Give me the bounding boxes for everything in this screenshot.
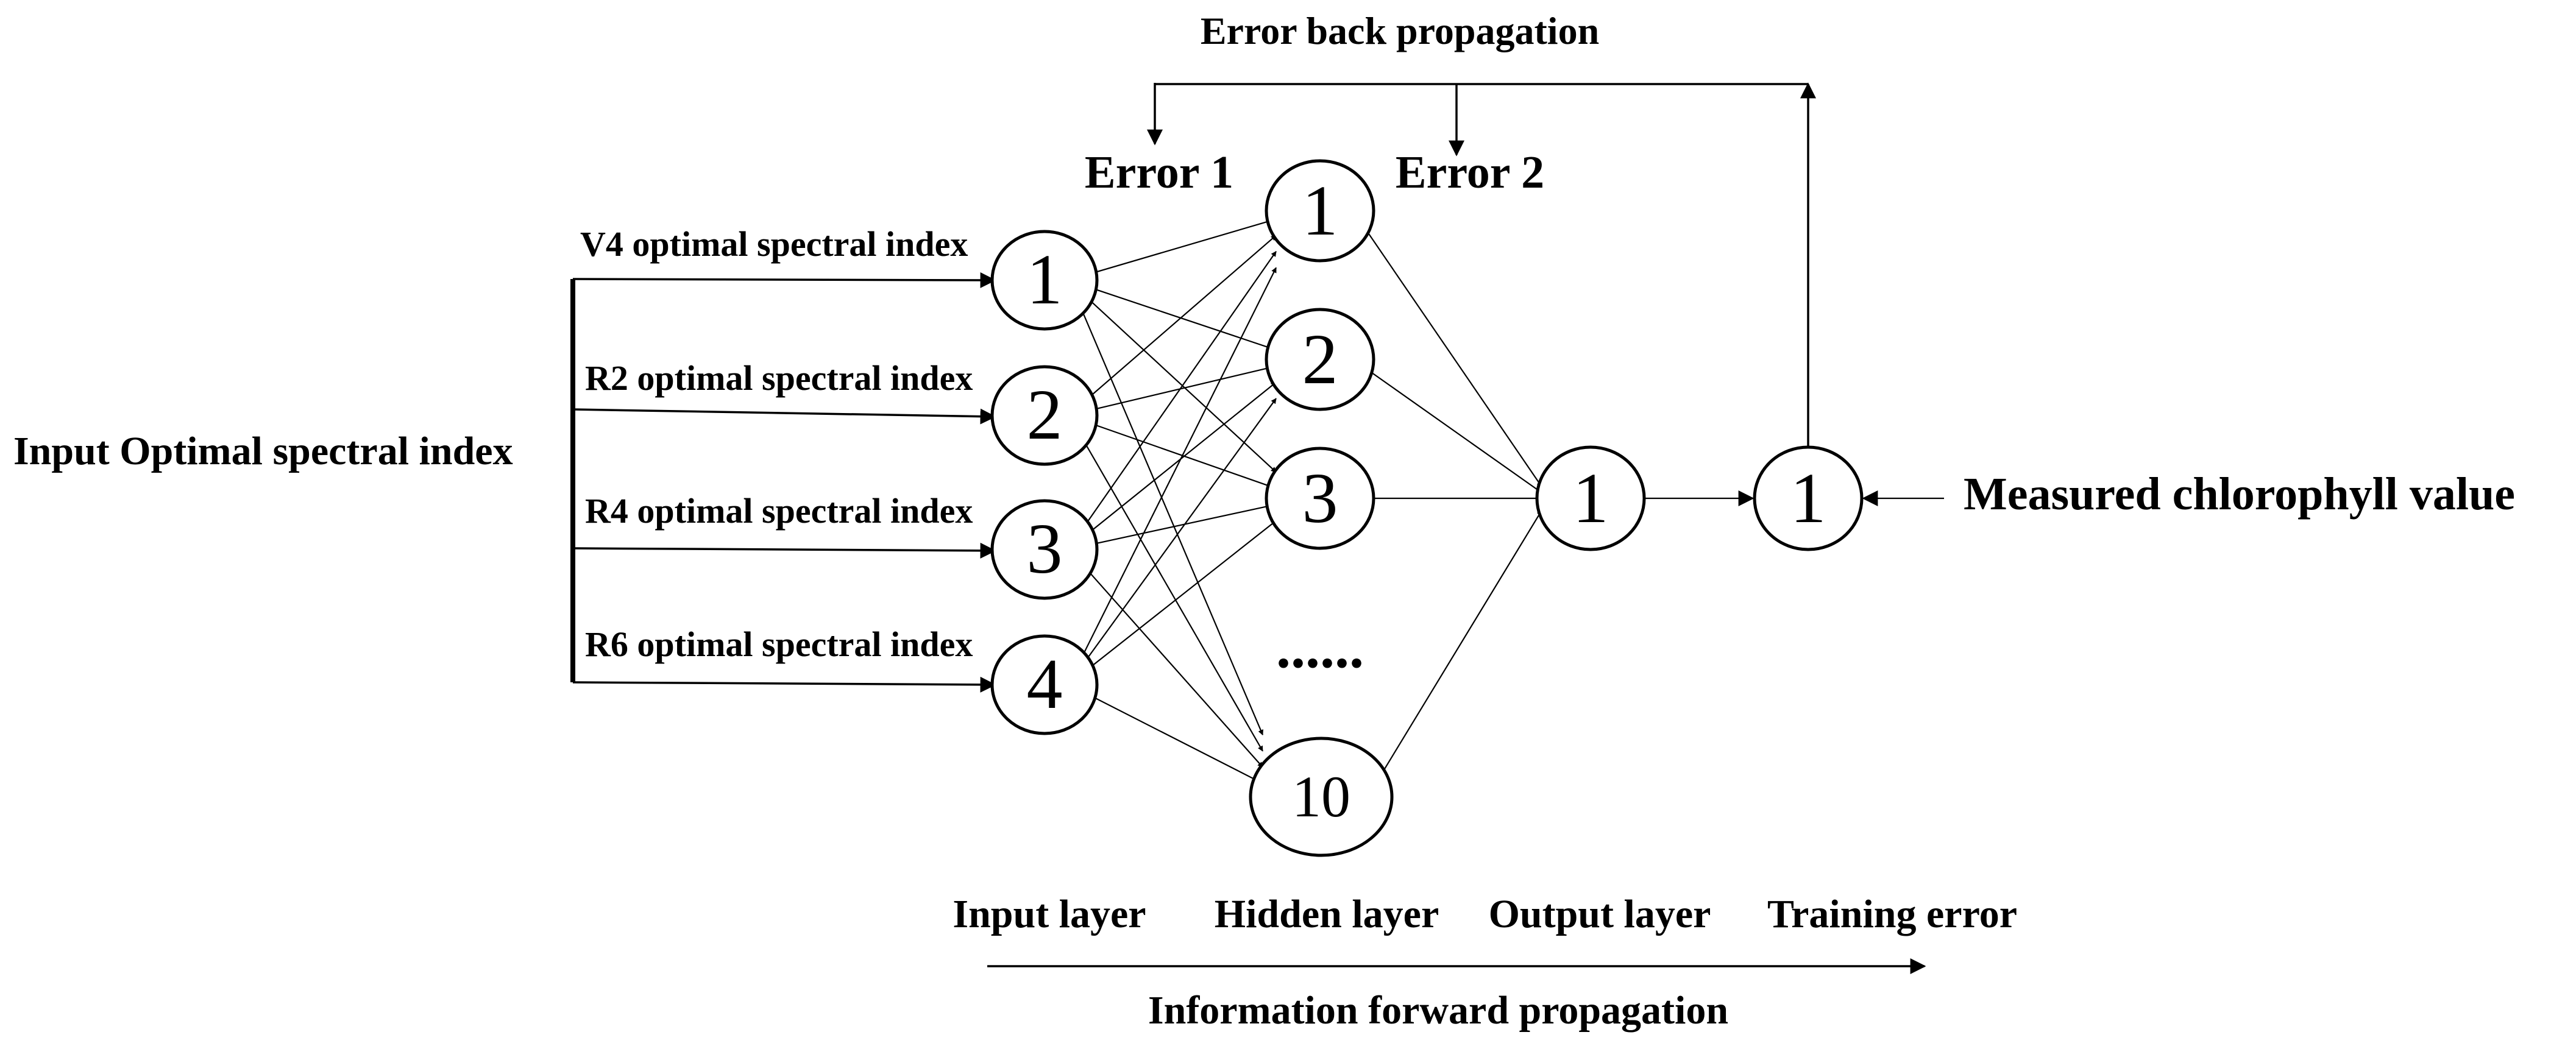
edge-input-2-hidden-4	[1082, 438, 1263, 752]
edge-input-3-hidden-1	[1082, 250, 1277, 530]
diagram-title: Error back propagation	[1201, 9, 1599, 52]
input-node-1-label: 1	[1027, 239, 1063, 319]
input-node-4: 4	[990, 634, 1099, 735]
measured-chlorophyll-label: Measured chlorophyll value	[1964, 468, 2515, 520]
edge-input-1-hidden-1	[1082, 217, 1277, 277]
edge-input-2-hidden-1	[1082, 235, 1277, 404]
hidden-output-connections	[1368, 233, 1542, 774]
input-index-label-r4: R4 optimal spectral index	[585, 491, 973, 531]
edge-input-4-hidden-1	[1082, 267, 1277, 657]
hidden-node-1-label: 1	[1302, 171, 1338, 250]
edge-hidden-1-output-1	[1368, 233, 1542, 487]
hidden-node-3-label: 3	[1302, 458, 1338, 538]
layer-label-training-error: Training error	[1767, 892, 2017, 936]
layer-label-output: Output layer	[1489, 892, 1711, 936]
edge-input-2-hidden-3	[1082, 420, 1277, 490]
input-layer: 1 2 3 4	[990, 230, 1099, 735]
input-node-1: 1	[990, 230, 1099, 331]
output-node-1: 1	[1535, 445, 1646, 551]
edge-hidden-4-output-1	[1382, 509, 1542, 774]
input-label: Input Optimal spectral index	[13, 429, 513, 473]
hidden-node-1: 1	[1265, 159, 1375, 263]
layer-label-input: Input layer	[953, 892, 1146, 936]
hidden-node-10-label: 10	[1292, 764, 1350, 829]
error-back-propagation-path	[1147, 82, 1816, 448]
hidden-node-2: 2	[1265, 308, 1375, 411]
edge-input-1-hidden-2	[1082, 284, 1277, 352]
input-index-label-r2: R2 optimal spectral index	[585, 358, 973, 398]
hidden-node-10: 10	[1249, 737, 1394, 857]
error-1-label: Error 1	[1085, 147, 1233, 198]
hidden-ellipsis: ......	[1276, 615, 1364, 680]
output-node-1-label: 1	[1573, 458, 1609, 538]
layer-label-hidden: Hidden layer	[1215, 892, 1439, 936]
training-error-node-1-label: 1	[1790, 458, 1826, 538]
edge-input-3-hidden-3	[1082, 503, 1277, 548]
input-node-2-label: 2	[1027, 375, 1063, 454]
forward-propagation-label: Information forward propagation	[1148, 988, 1728, 1033]
edge-input-4-hidden-2	[1082, 398, 1277, 666]
input-arrow-2	[572, 408, 996, 425]
training-error-node-1: 1	[1753, 445, 1864, 551]
edge-input-1-hidden-4	[1081, 311, 1264, 736]
hidden-layer: 1 2 3 ...... 10	[1249, 159, 1394, 857]
input-arrow-4	[572, 676, 996, 693]
edge-hidden-2-output-1	[1368, 370, 1542, 493]
edge-input-4-hidden-4	[1082, 691, 1263, 784]
input-hidden-connections	[1081, 217, 1277, 784]
input-index-label-r6: R6 optimal spectral index	[585, 624, 973, 664]
input-bracket	[570, 272, 996, 693]
edge-input-4-hidden-3	[1082, 520, 1277, 674]
input-arrow-1	[572, 272, 996, 288]
input-node-3-label: 3	[1027, 509, 1063, 588]
input-node-3: 3	[990, 499, 1099, 600]
hidden-node-2-label: 2	[1302, 319, 1338, 399]
input-index-label-v4: V4 optimal spectral index	[580, 224, 968, 264]
input-arrow-3	[572, 542, 996, 559]
edge-input-3-hidden-2	[1082, 381, 1277, 539]
input-node-4-label: 4	[1027, 644, 1063, 724]
input-node-2: 2	[990, 365, 1099, 466]
hidden-node-3: 3	[1265, 447, 1375, 550]
edge-input-3-hidden-4	[1082, 564, 1263, 768]
error-2-label: Error 2	[1396, 147, 1544, 198]
